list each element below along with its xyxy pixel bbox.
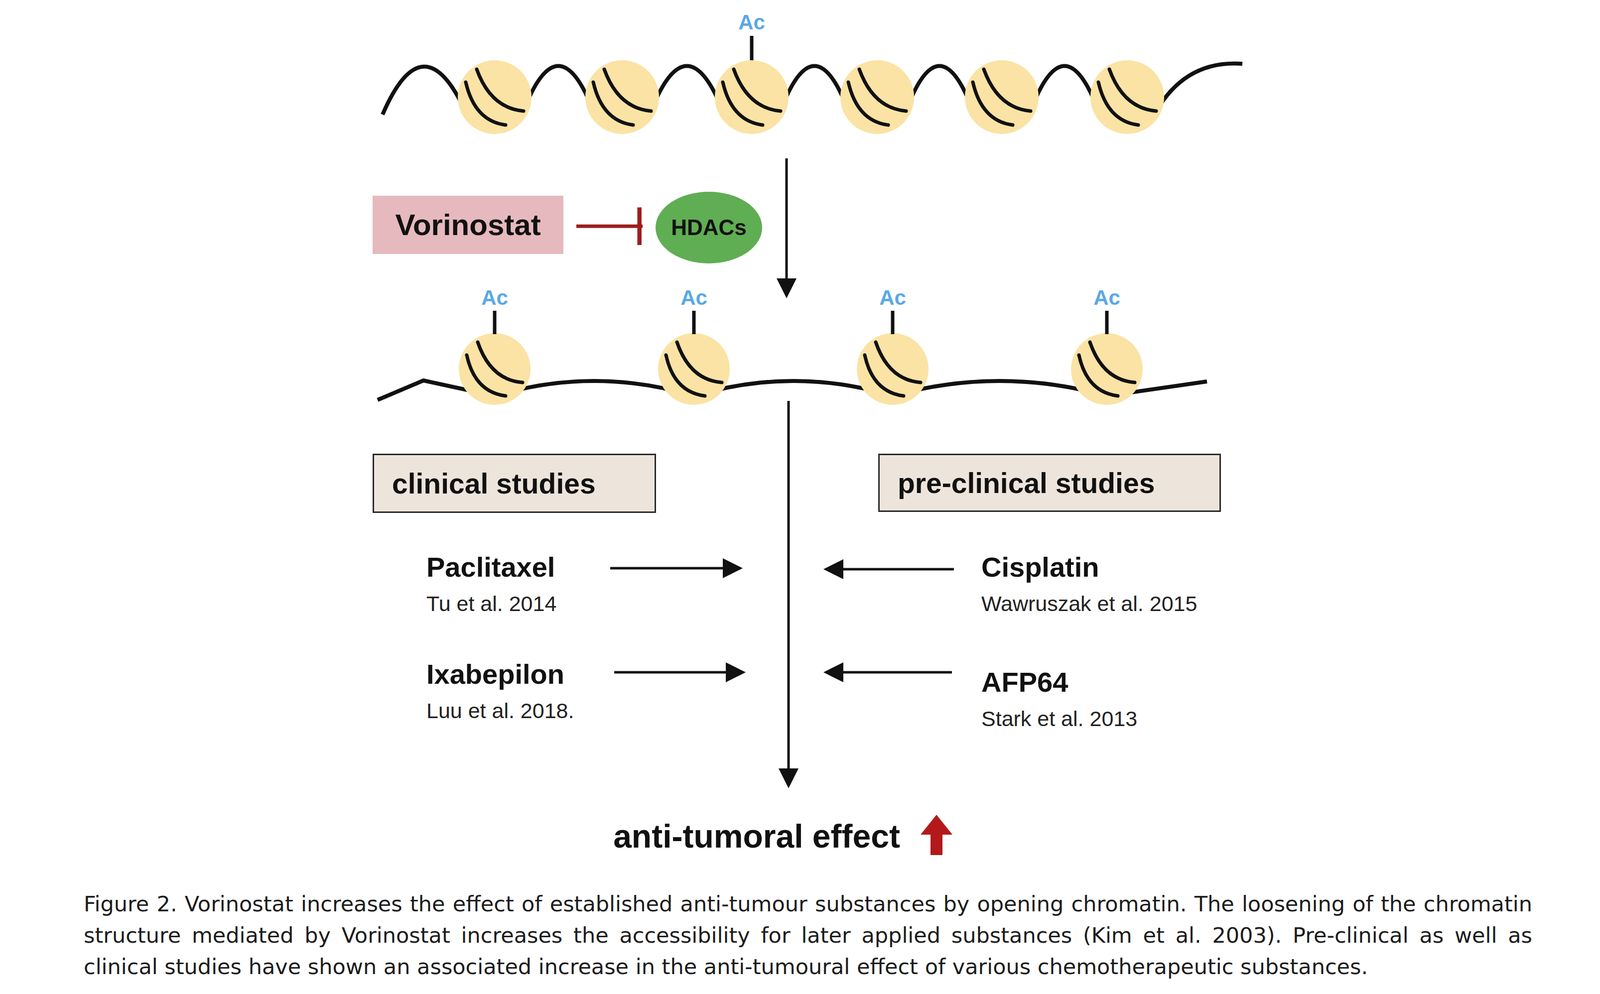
- enzyme-ellipse: HDACs: [655, 191, 763, 264]
- reference-text: Wawruszak et al. 2015: [981, 591, 1198, 617]
- inhibition-connector: [576, 224, 643, 229]
- acetyl-label: Ac: [879, 285, 907, 310]
- nucleosome: [458, 333, 531, 405]
- drug-name: Paclitaxel: [426, 551, 555, 584]
- nucleosome: [1070, 333, 1143, 405]
- nucleosome: [457, 60, 532, 134]
- flow-arrow: [787, 400, 791, 787]
- outcome-label: anti-tumoral effect: [613, 817, 901, 856]
- acetyl-label: Ac: [481, 285, 509, 310]
- drug-box: Vorinostat: [372, 195, 564, 255]
- nucleosome: [585, 60, 660, 134]
- node-label: clinical studies: [392, 467, 596, 501]
- figure-caption: Figure 2. Vorinostat increases the effec…: [83, 888, 1533, 983]
- acetyl-label: Ac: [738, 10, 766, 35]
- ellipse-fill: [655, 191, 763, 264]
- acetyl-label: Ac: [1093, 285, 1121, 310]
- acetyl-stick: [891, 310, 895, 335]
- drug-arrow: [825, 671, 952, 674]
- category-box: pre-clinical studies: [878, 453, 1221, 513]
- drug-arrow: [614, 671, 744, 674]
- drug-name: Ixabepilon: [426, 658, 565, 691]
- node-label: pre-clinical studies: [897, 466, 1155, 500]
- drug-name: Cisplatin: [981, 551, 1099, 584]
- acetyl-stick: [493, 310, 497, 335]
- drug-arrow: [610, 567, 741, 570]
- increase-arrow: [920, 814, 953, 856]
- node-label: Vorinostat: [395, 207, 541, 243]
- nucleosome: [856, 333, 929, 405]
- nucleosome: [1090, 60, 1165, 134]
- acetyl-stick: [1105, 310, 1109, 335]
- reference-text: Tu et al. 2014: [426, 591, 557, 617]
- category-box: clinical studies: [372, 453, 657, 514]
- nucleosome: [714, 60, 789, 134]
- reference-text: Luu et al. 2018.: [426, 698, 574, 724]
- nucleosome: [658, 333, 730, 405]
- reference-text: Stark et al. 2013: [981, 706, 1138, 732]
- drug-arrow: [825, 568, 954, 571]
- flow-arrow: [785, 158, 789, 296]
- acetyl-stick: [692, 310, 696, 335]
- node-label: HDACs: [670, 215, 747, 241]
- nucleosome: [840, 60, 915, 134]
- drug-name: AFP64: [981, 666, 1068, 699]
- nucleosome: [964, 60, 1039, 134]
- acetyl-label: Ac: [680, 285, 708, 310]
- acetyl-stick: [750, 35, 754, 61]
